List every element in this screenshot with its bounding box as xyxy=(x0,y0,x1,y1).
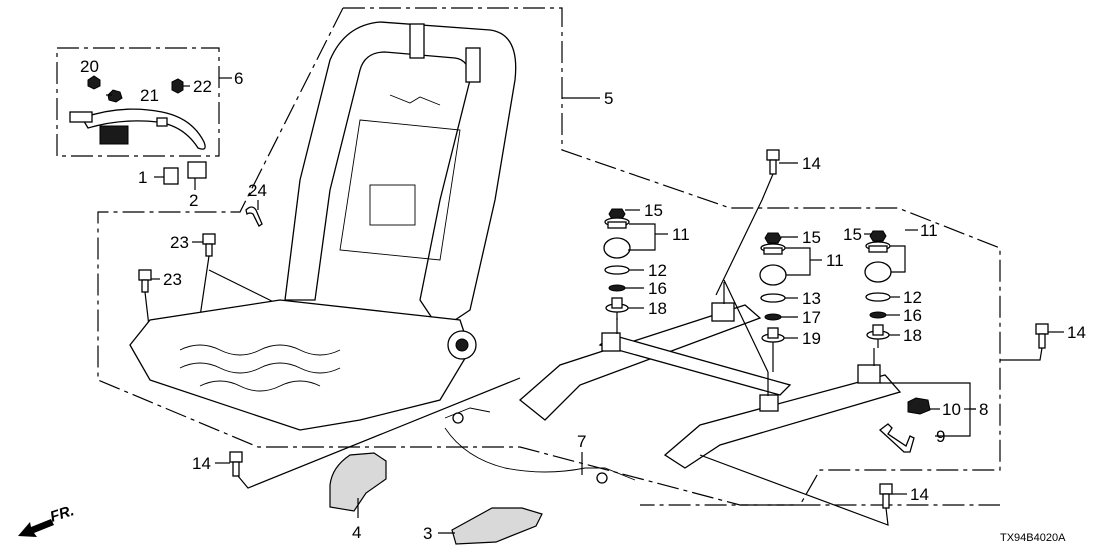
callout-12-right: 12 xyxy=(903,288,922,307)
clip-10 xyxy=(907,397,931,415)
headrest-guide-left xyxy=(409,23,425,59)
seatback-frame xyxy=(284,21,517,331)
callout-14-top: 14 xyxy=(802,154,821,173)
clip-20-icon xyxy=(87,75,101,90)
spring-11-icon xyxy=(759,264,787,286)
connector-1-icon xyxy=(163,167,179,185)
washer-13-icon xyxy=(760,293,786,303)
cable-spring xyxy=(596,472,608,484)
callout-24: 24 xyxy=(248,181,267,200)
cover-3 xyxy=(451,507,543,545)
callout-labels: 20 21 22 6 1 2 24 23 23 5 14 15 11 12 16… xyxy=(80,57,1086,543)
callout-11-left: 11 xyxy=(672,225,690,244)
connector-2-icon xyxy=(187,161,207,179)
bolt-23-lower-icon xyxy=(138,269,152,293)
cover-4 xyxy=(329,452,387,512)
callout-14-right: 14 xyxy=(1067,323,1086,342)
cable-7-assembly xyxy=(444,407,636,484)
callout-1: 1 xyxy=(138,168,147,187)
seat-frame-assembly xyxy=(129,21,517,431)
callout-11-right: 11 xyxy=(920,221,938,240)
left-seat-rail xyxy=(518,304,762,421)
callout-20: 20 xyxy=(80,57,99,76)
callout-23-upper: 23 xyxy=(170,233,189,252)
callout-15-left: 15 xyxy=(644,201,663,220)
tube-24-icon xyxy=(245,206,263,227)
washer-16-icon xyxy=(869,311,887,319)
bracket-9 xyxy=(878,423,915,453)
callout-7: 7 xyxy=(577,432,586,451)
spring-11-icon xyxy=(603,237,631,259)
bolt-23-upper-icon xyxy=(202,233,216,257)
callout-22: 22 xyxy=(193,77,212,96)
washer-17-icon xyxy=(764,313,782,321)
right-seat-rail xyxy=(663,374,902,469)
boundary-seatback-group xyxy=(343,7,1001,506)
callout-15-centre: 15 xyxy=(802,228,821,247)
front-arrow-icon xyxy=(18,519,54,537)
boundary-harness-kit xyxy=(56,47,220,157)
callout-10: 10 xyxy=(942,400,961,419)
front-direction-indicator: FR. xyxy=(18,502,76,537)
harness-connector-c xyxy=(156,117,168,127)
nut-15-icon xyxy=(869,230,887,242)
riser-rear-right xyxy=(857,364,881,384)
callout-21: 21 xyxy=(140,86,159,105)
mount-stack-left xyxy=(603,208,631,313)
washer-12-icon xyxy=(865,292,891,302)
cushion-springs xyxy=(179,344,341,392)
harness-kit-assembly xyxy=(69,75,206,150)
wire-harness xyxy=(81,108,206,150)
spring-11-icon xyxy=(864,261,892,283)
callout-19: 19 xyxy=(802,329,821,348)
seat-cushion-frame xyxy=(129,299,471,431)
washer-12-icon xyxy=(604,265,630,275)
callout-18-right: 18 xyxy=(903,326,922,345)
riser-front-right xyxy=(759,394,779,412)
diagram-code: TX94B4020A xyxy=(1000,532,1066,544)
callout-5: 5 xyxy=(604,89,613,108)
clip-22-icon xyxy=(171,78,184,94)
callout-11-centre: 11 xyxy=(826,251,844,270)
headrest-guide-right xyxy=(465,47,481,83)
callout-6: 6 xyxy=(234,69,243,88)
seatback-inner-panel xyxy=(339,119,461,261)
callout-23-lower: 23 xyxy=(163,270,182,289)
callout-14-left: 14 xyxy=(192,454,211,473)
boundary-cushion-group xyxy=(97,7,1000,506)
lumbar-frame xyxy=(369,184,416,226)
group-boundary-lines xyxy=(56,7,1001,506)
callout-12-left: 12 xyxy=(648,261,667,280)
harness-connector-b xyxy=(99,125,129,145)
connector-parts xyxy=(163,161,207,185)
callout-17: 17 xyxy=(802,308,821,327)
seat-rail-assembly xyxy=(518,282,902,469)
mount-stack-centre xyxy=(759,232,787,343)
bolt-14-left-icon xyxy=(229,377,521,489)
riser-front-left xyxy=(601,332,621,352)
callout-2: 2 xyxy=(189,191,198,210)
clip-21-icon xyxy=(107,89,123,103)
callout-16-left: 16 xyxy=(648,279,667,298)
callout-14-bottom: 14 xyxy=(910,485,929,504)
harness-connector-a xyxy=(69,111,93,123)
callout-13: 13 xyxy=(802,289,821,308)
callout-15-right: 15 xyxy=(843,225,862,244)
front-direction-label: FR. xyxy=(48,502,76,526)
callout-3: 3 xyxy=(423,524,432,543)
callout-16-right: 16 xyxy=(903,306,922,325)
bolt-14-right-icon xyxy=(1000,323,1049,361)
callout-18-left: 18 xyxy=(648,299,667,318)
riser-rear-left xyxy=(711,302,735,322)
mount-stack-right xyxy=(864,230,892,340)
washer-16-icon xyxy=(608,284,626,292)
cable-7 xyxy=(444,407,636,481)
callout-9: 9 xyxy=(936,427,945,446)
leader-lines xyxy=(106,77,1064,534)
nut-15-icon xyxy=(764,232,782,244)
callout-4: 4 xyxy=(352,523,361,542)
bolt-14-bottom-icon xyxy=(699,454,893,526)
callout-8: 8 xyxy=(979,400,988,419)
bolt-14-top-icon xyxy=(761,149,780,201)
